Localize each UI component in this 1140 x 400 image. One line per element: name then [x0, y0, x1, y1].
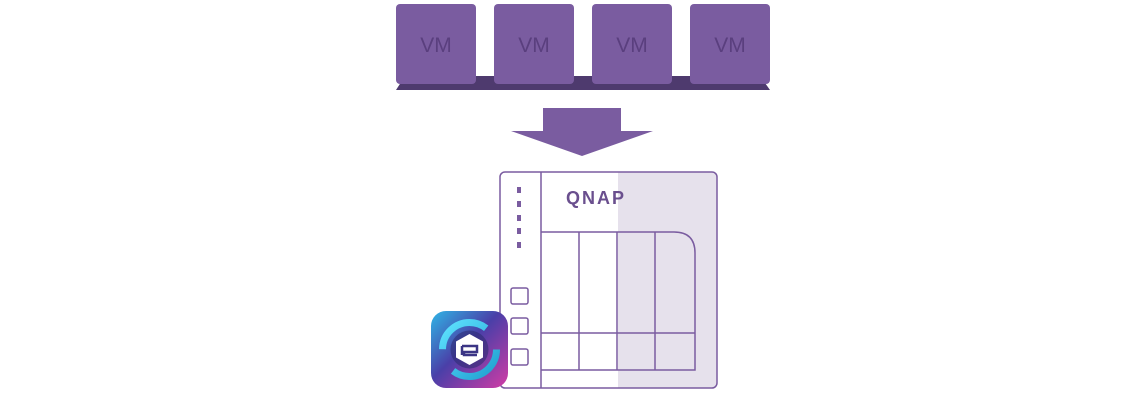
vm-block: VM [690, 4, 770, 84]
nas-brand: QNAP [566, 188, 626, 208]
nas-button [510, 287, 529, 305]
vm-label: VM [518, 34, 550, 57]
down-arrow-icon [511, 108, 653, 156]
vm-label: VM [714, 34, 746, 57]
vm-platform [396, 76, 770, 90]
vm-label: VM [420, 34, 452, 57]
vm-block: VM [494, 4, 574, 84]
nas-device: QNAP [499, 171, 718, 389]
nas-button [510, 317, 529, 335]
led-indicators [517, 187, 521, 248]
vm-label: VM [616, 34, 648, 57]
drive-bay-grid [541, 231, 696, 371]
nas-button [510, 348, 529, 366]
vm-block: VM [592, 4, 672, 84]
virtualization-app-icon [431, 311, 508, 388]
vm-block: VM [396, 4, 476, 84]
nas-shade [618, 172, 717, 388]
